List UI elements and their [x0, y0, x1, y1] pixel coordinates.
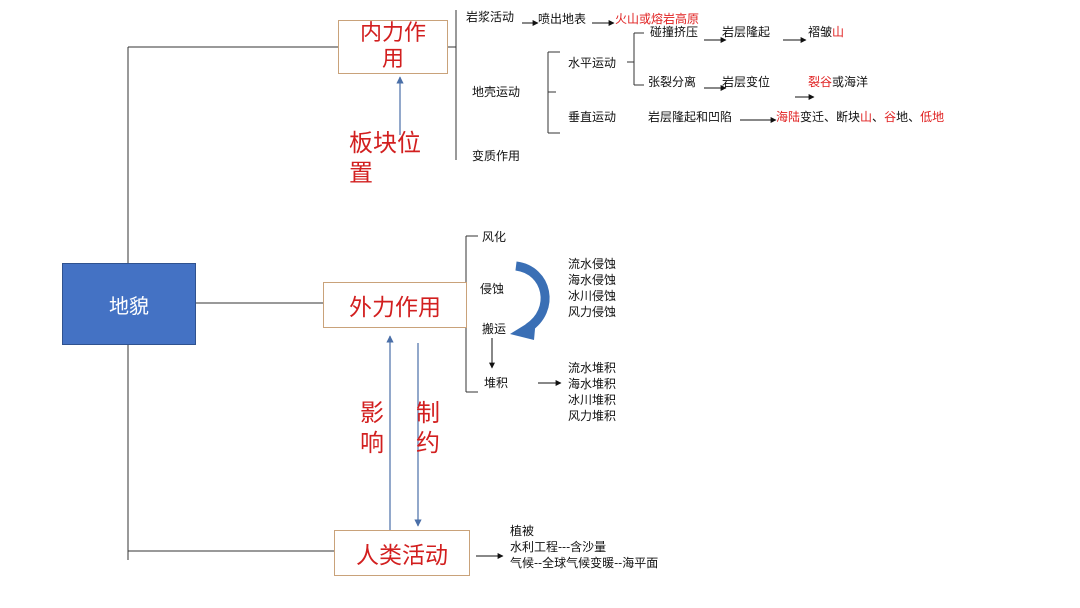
- human-effect-item: 气候--全球气候变暖--海平面: [510, 556, 659, 570]
- human-effect-item: 植被: [510, 524, 535, 538]
- influence-char-2: 响: [360, 429, 384, 457]
- fold-mountain-result: 褶皱山: [808, 25, 844, 39]
- collision-label: 碰撞挤压: [650, 25, 699, 39]
- separator-text: 、: [872, 110, 885, 124]
- erosion-type-item: 风力侵蚀: [568, 305, 617, 319]
- erupt-surface-label: 喷出地表: [538, 12, 587, 26]
- plate-position-line1: 板块位: [349, 129, 421, 157]
- land-sea-text: 海陆: [776, 110, 801, 124]
- root-label: 地貌: [109, 293, 149, 318]
- vertical-movement-label: 垂直运动: [568, 110, 617, 124]
- uplift-subsidence-label: 岩层隆起和凹陷: [648, 110, 733, 124]
- fold-text: 褶皱: [808, 25, 833, 39]
- landform-root-node: 地貌: [62, 263, 196, 345]
- ocean-text: 或海洋: [832, 75, 869, 89]
- external-forces-box: 外力作用: [323, 282, 467, 328]
- mountain-text: 山: [832, 25, 845, 39]
- influence-char-1: 影: [360, 399, 384, 427]
- valley-text: 谷: [884, 110, 897, 124]
- lowland-text: 低地: [920, 110, 945, 124]
- erosion-type-item: 海水侵蚀: [568, 273, 617, 287]
- human-activity-box: 人类活动: [334, 530, 470, 576]
- erosion-type-item: 流水侵蚀: [568, 257, 617, 271]
- strata-uplift-label: 岩层隆起: [722, 25, 771, 39]
- plate-position-line2: 置: [349, 159, 373, 187]
- external-forces-title: 外力作用: [349, 295, 441, 321]
- constraint-char-1: 制: [416, 399, 440, 427]
- influence-label: 影响: [360, 398, 384, 458]
- rift-ocean-result: 裂谷或海洋: [808, 75, 868, 89]
- strata-displacement-label: 岩层变位: [722, 75, 771, 89]
- erosion-type-item: 冰川侵蚀: [568, 289, 617, 303]
- weathering-label: 风化: [482, 230, 507, 244]
- plate-position-label: 板块位置: [349, 128, 421, 188]
- rift-valley-text: 裂谷: [808, 75, 833, 89]
- deposition-label: 堆积: [484, 376, 509, 390]
- mountain-text-2: 山: [860, 110, 873, 124]
- transport-label: 搬运: [482, 322, 507, 336]
- human-effect-item: 水利工程---含沙量: [510, 540, 607, 554]
- horizontal-movement-label: 水平运动: [568, 56, 617, 70]
- vertical-result: 海陆变迁、断块山、谷地、低地: [776, 110, 944, 124]
- internal-forces-title: 内力作用: [359, 21, 426, 72]
- volcano-result-label: 火山或熔岩高原: [615, 12, 700, 26]
- deposition-types-list: 流水堆积海水堆积冰川堆积风力堆积: [568, 360, 616, 424]
- constraint-label: 制约: [416, 398, 440, 458]
- human-effects-list: 植被水利工程---含沙量气候--全球气候变暖--海平面: [510, 523, 658, 571]
- internal-forces-box: 内力作用: [338, 20, 448, 74]
- constraint-char-2: 约: [416, 429, 440, 457]
- metamorphism-label: 变质作用: [472, 149, 521, 163]
- crustal-movement-label: 地壳运动: [472, 85, 521, 99]
- magma-activity-label: 岩浆活动: [466, 10, 515, 24]
- human-activity-title: 人类活动: [356, 543, 448, 569]
- deposition-type-item: 冰川堆积: [568, 393, 617, 407]
- deposition-type-item: 风力堆积: [568, 409, 617, 423]
- erosion-label: 侵蚀: [480, 282, 505, 296]
- erosion-types-list: 流水侵蚀海水侵蚀冰川侵蚀风力侵蚀: [568, 256, 616, 320]
- rifting-label: 张裂分离: [648, 75, 697, 89]
- deposition-type-item: 海水堆积: [568, 377, 617, 391]
- land-text: 地、: [896, 110, 921, 124]
- deposition-type-item: 流水堆积: [568, 361, 617, 375]
- fault-block-text: 变迁、断块: [800, 110, 861, 124]
